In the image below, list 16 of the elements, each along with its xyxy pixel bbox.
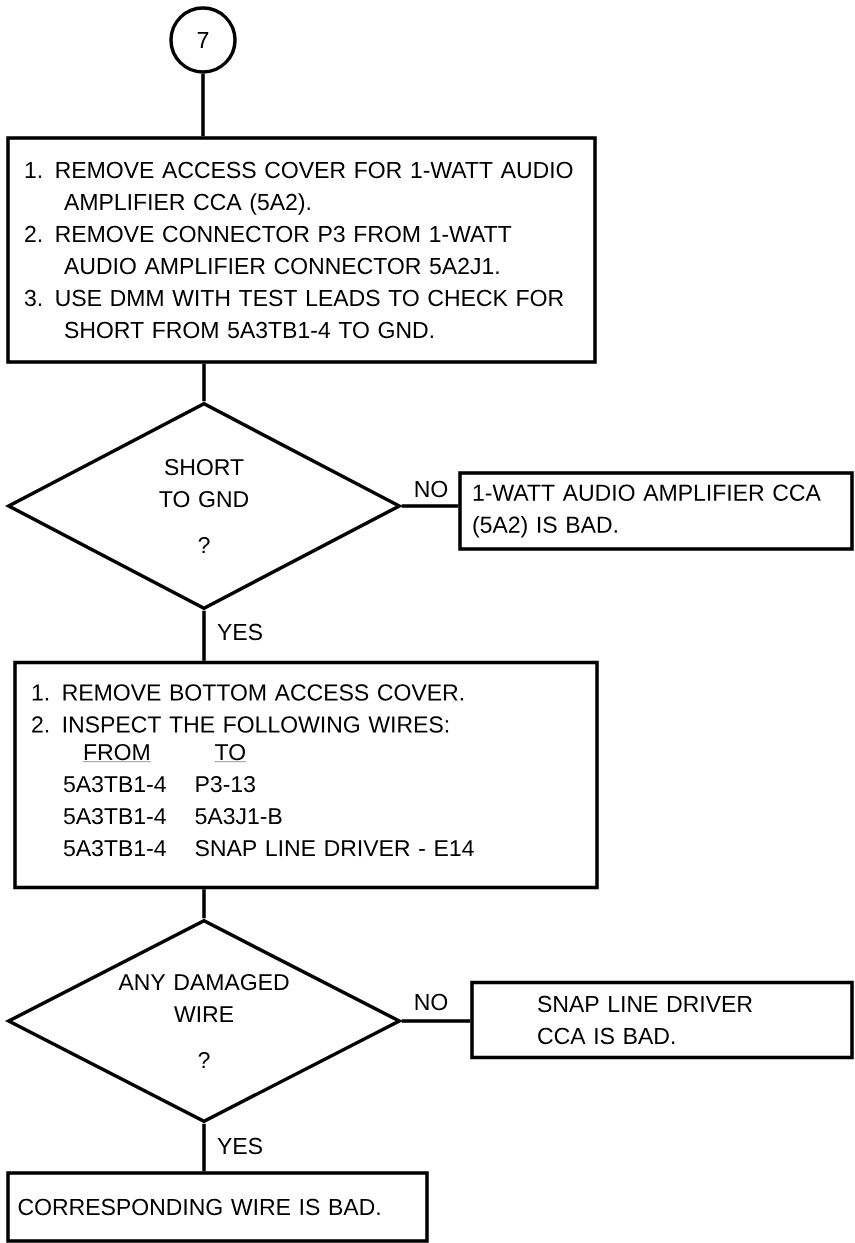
- connector-line: [202, 610, 206, 661]
- instruction-box: 1. REMOVE BOTTOM ACCESS COVER. 2. INSPECT THE FOLLOWING WIRES: FROM TO 5A3TB1-4 P3-13 5A3TB1-4 5A3J1-B 5A3TB1-4 SNAP LINE DRIVER - E14: [13, 660, 599, 890]
- edge-label: YES: [216, 1136, 264, 1156]
- result-box: SNAP LINE DRIVER CCA IS BAD.: [470, 980, 854, 1060]
- connector-line: [202, 889, 206, 919]
- connector-line: [202, 1123, 206, 1172]
- connector-line: [202, 363, 206, 402]
- connector-line: [401, 504, 459, 508]
- instruction-box: 1. REMOVE ACCESS COVER FOR 1-WATT AUDIO AMPLIFIER CCA (5A2). 2. REMOVE CONNECTOR P3 FROM 1-WATT AUDIO AMPLIFIER CONNECTOR 5A2J1. 3. USE DMM WITH TEST LEADS TO CHECK FOR SHORT FROM 5A3TB1-4 TO GND.: [6, 136, 597, 364]
- connector-line: [201, 73, 205, 137]
- result-box: CORRESPONDING WIRE IS BAD.: [6, 1171, 429, 1243]
- edge-label: YES: [216, 622, 264, 642]
- edge-label: NO: [412, 992, 450, 1012]
- connector-line: [401, 1019, 471, 1023]
- result-box: 1-WATT AUDIO AMPLIFIER CCA (5A2) IS BAD.: [458, 471, 854, 551]
- edge-label: NO: [412, 479, 450, 499]
